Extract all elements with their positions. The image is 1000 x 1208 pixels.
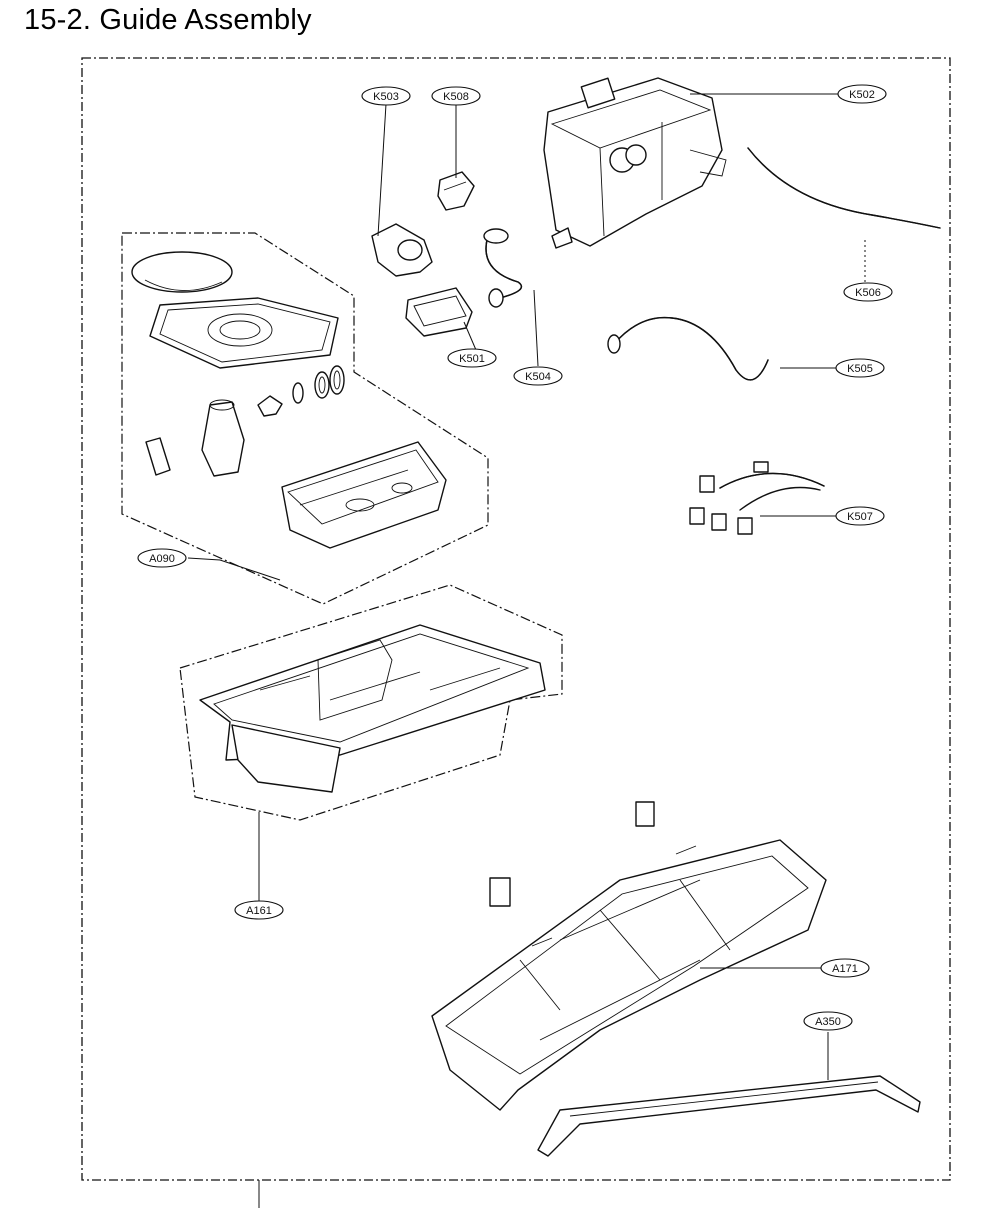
callout-k502-label: K502	[849, 89, 875, 101]
callout-a350-label: A350	[815, 1016, 841, 1028]
k503-valve-part	[371, 223, 433, 277]
callout-a161-label: A161	[246, 905, 272, 917]
dispenser-tray-part	[281, 441, 447, 549]
callout-k506: K506	[843, 282, 893, 302]
small-block-part	[145, 437, 171, 476]
callout-k501-label: K501	[459, 353, 485, 365]
k505-hose-part	[607, 316, 769, 381]
callout-k502: K502	[837, 84, 887, 104]
callout-k508: K508	[431, 86, 481, 106]
callout-k503-label: K503	[373, 91, 399, 103]
callout-k507: K507	[835, 506, 885, 526]
callout-k503: K503	[361, 86, 411, 106]
dispenser-cap-part	[131, 251, 233, 293]
a161-group-outline	[179, 584, 563, 821]
small-seals-part	[257, 365, 345, 417]
k507-harness-part	[689, 461, 825, 535]
callout-a350: A350	[803, 1011, 853, 1031]
k506-drain-hose-part	[747, 147, 941, 282]
k502-pump-assembly-part	[543, 77, 727, 249]
k508-clip-part	[437, 171, 475, 211]
diagram-frame	[81, 57, 951, 1181]
k504-hose-part	[483, 228, 523, 308]
callout-a090: A090	[137, 548, 187, 568]
a171-guide-frame-part	[431, 801, 827, 1111]
elbow-hose-part	[201, 399, 245, 477]
callout-k508-label: K508	[443, 91, 469, 103]
callout-k505: K505	[835, 358, 885, 378]
page-title: 15-2. Guide Assembly	[24, 4, 312, 36]
callout-k506-label: K506	[855, 287, 881, 299]
a350-bar-part	[537, 1075, 921, 1157]
dispenser-cover-part	[149, 297, 339, 369]
callout-a090-label: A090	[149, 553, 175, 565]
callout-k507-label: K507	[847, 511, 873, 523]
callout-k501: K501	[447, 348, 497, 368]
callout-a171-label: A171	[832, 963, 858, 975]
callout-k504-label: K504	[525, 371, 551, 383]
k501-bracket-part	[405, 287, 473, 337]
callout-a161: A161	[234, 900, 284, 920]
drawer-housing-part	[199, 624, 546, 793]
callout-a171: A171	[820, 958, 870, 978]
callout-k504: K504	[513, 366, 563, 386]
callout-k505-label: K505	[847, 363, 873, 375]
leader-lines	[187, 93, 840, 1080]
a090-group-outline	[121, 232, 489, 605]
